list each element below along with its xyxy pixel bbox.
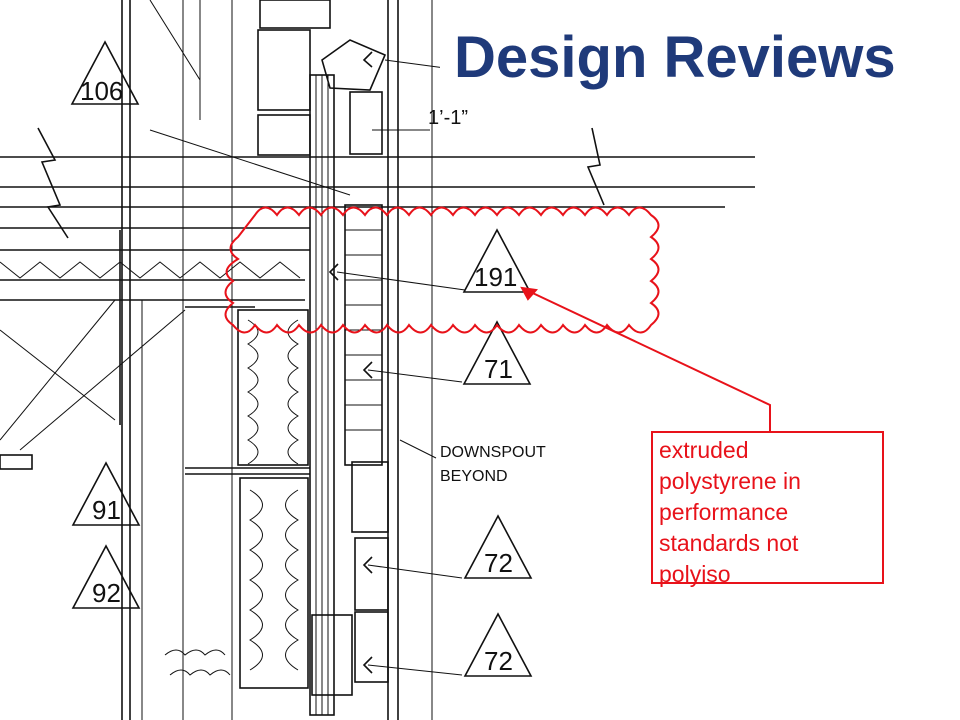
slide-title: Design Reviews (440, 18, 950, 98)
keynote-triangle (462, 320, 532, 385)
keynote-191: 191 (474, 262, 517, 292)
keynote-91: 91 (92, 495, 121, 525)
keynote-triangle (71, 461, 141, 526)
keynote-triangle (463, 612, 533, 677)
dimension-label: 1’-1” (428, 107, 468, 129)
keynote-tags: 106 191 71 91 92 72 72 (70, 40, 533, 677)
revision-cloud (224, 206, 771, 431)
markup-note: extruded polystyrene in performance stan… (651, 431, 884, 587)
callout-line-1: DOWNSPOUT (440, 444, 546, 461)
keynote-triangle (71, 544, 141, 609)
keynote-triangle (70, 40, 140, 105)
note-line: extruded (659, 437, 749, 463)
note-line: polyiso (659, 561, 731, 587)
wall-assembly (0, 0, 389, 716)
leader-lines (119, 51, 466, 676)
keynote-triangle (463, 514, 533, 579)
bracing (0, 0, 351, 451)
keynote-106: 106 (80, 76, 123, 106)
column-lines (121, 0, 433, 720)
slab-lines (0, 127, 755, 475)
keynote-72: 72 (484, 548, 513, 578)
callout-line-2: BEYOND (440, 468, 508, 485)
note-line: standards not (659, 530, 799, 556)
keynote-72-lower: 72 (484, 646, 513, 676)
keynote-92: 92 (92, 578, 121, 608)
keynote-71: 71 (484, 354, 513, 384)
keynote-triangle (462, 228, 532, 293)
note-line: performance (659, 499, 789, 525)
note-line: polystyrene in (659, 468, 801, 494)
